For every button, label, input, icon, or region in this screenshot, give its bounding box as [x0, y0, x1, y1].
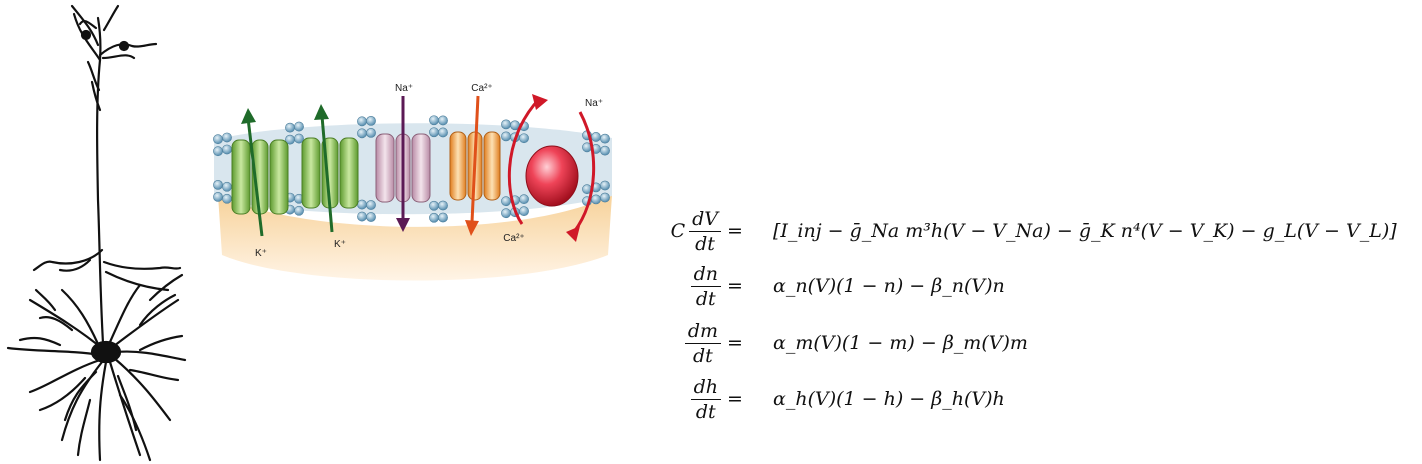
phospholipid-head-outer — [600, 145, 610, 156]
phospholipid-head-outer — [294, 133, 304, 144]
phospholipid-head-inner — [222, 181, 232, 192]
phospholipid-head-outer — [600, 133, 610, 144]
dm-dt-fraction: dm dt — [684, 321, 721, 367]
exchanger-arrow-ca-out — [507, 96, 542, 225]
phospholipid-head-inner — [213, 191, 223, 202]
phospholipid-head-inner — [357, 199, 367, 210]
phospholipid-head-inner — [438, 212, 448, 223]
phospholipid-head-outer — [222, 144, 232, 155]
n-lhs: dn dt — [645, 261, 721, 311]
phospholipid-head-inner — [600, 192, 610, 203]
phospholipid-head-inner — [366, 212, 376, 222]
dm-numerator: dm — [684, 321, 721, 344]
phospholipid-heads-outer — [213, 115, 610, 157]
phospholipid-head-inner — [501, 196, 511, 207]
exchanger-arrow-na-in — [572, 111, 596, 233]
phospholipid-head-inner — [366, 200, 376, 210]
m-rhs: α_m(V)(1 − m) − β_m(V)m — [773, 332, 1028, 354]
h-rhs: α_h(V)(1 − h) − β_h(V)h — [773, 388, 1005, 410]
ion-label-na-top: Na⁺ — [395, 83, 413, 94]
dn-dt-fraction: dn dt — [690, 264, 721, 310]
capacitance-symbol: C — [670, 220, 686, 242]
equation-n-gate: dn dt = α_n(V)(1 − n) − β_n(V)n — [645, 261, 1415, 311]
phospholipid-head-outer — [366, 127, 376, 138]
ion-label-na-right: Na⁺ — [585, 98, 603, 109]
phospholipid-head-inner — [357, 211, 367, 222]
cell-membrane-diagram: K⁺ K⁺ Na⁺ Ca²⁺ Ca²⁺ Na⁺ — [213, 83, 612, 281]
dv-numerator: dV — [689, 209, 721, 232]
phospholipid-head-outer — [591, 132, 601, 142]
phospholipid-head-inner — [438, 200, 448, 211]
phospholipid-head-outer — [429, 115, 439, 126]
phospholipid-head-inner — [501, 208, 511, 219]
equation-voltage: C dV dt = [I_inj − ḡ_Na m³h(V − V_Na) − … — [645, 206, 1415, 256]
dh-denominator: dt — [695, 400, 716, 423]
phospholipid-head-outer — [501, 119, 511, 130]
phospholipid-head-outer — [294, 121, 304, 132]
phospholipid-head-outer — [501, 131, 511, 142]
equation-h-gate: dh dt = α_h(V)(1 − h) − β_h(V)h — [645, 374, 1415, 424]
phospholipid-head-outer — [222, 132, 232, 143]
ion-label-ca-top: Ca²⁺ — [471, 83, 492, 94]
potassium-arrow-1 — [246, 117, 264, 237]
phospholipid-head-inner — [519, 206, 529, 217]
phospholipid-head-inner — [222, 193, 232, 204]
calcium-arrow — [470, 95, 480, 223]
pyramidal-neuron-drawing — [6, 4, 187, 462]
n-rhs: α_n(V)(1 − n) − β_n(V)n — [773, 275, 1005, 297]
phospholipid-head-outer — [285, 122, 295, 133]
dv-dt-fraction: dV dt — [689, 209, 721, 254]
phospholipid-head-outer — [438, 115, 448, 126]
phospholipid-head-inner — [591, 194, 601, 205]
phospholipid-head-inner — [519, 194, 529, 205]
calcium-channel — [449, 95, 501, 236]
equals-sign: = — [727, 332, 743, 354]
dm-denominator: dt — [693, 344, 713, 367]
equals-sign: = — [727, 275, 743, 297]
phospholipid-head-outer — [366, 115, 376, 126]
ion-label-k1: K⁺ — [255, 248, 267, 259]
phospholipid-head-outer — [213, 146, 223, 157]
potassium-channel-2 — [301, 104, 359, 233]
dh-numerator: dh — [690, 377, 721, 400]
dh-dt-fraction: dh dt — [690, 377, 721, 423]
m-lhs: dm dt — [645, 318, 721, 368]
ion-label-k2: K⁺ — [334, 239, 346, 250]
phospholipid-head-inner — [429, 212, 439, 223]
phospholipid-head-inner — [600, 180, 610, 191]
sodium-channel — [375, 96, 431, 232]
phospholipid-head-inner — [213, 179, 223, 190]
h-lhs: dh dt — [645, 374, 721, 424]
voltage-lhs: C dV dt — [645, 206, 721, 256]
dn-numerator: dn — [690, 264, 721, 287]
ion-label-ca-bottom: Ca²⁺ — [503, 233, 524, 244]
potassium-arrow-2 — [320, 115, 334, 233]
ion-exchanger-pump — [507, 94, 596, 242]
phospholipid-head-outer — [357, 116, 367, 127]
equals-sign: = — [727, 220, 743, 242]
phospholipid-head-inner — [294, 205, 304, 216]
phospholipid-head-outer — [438, 127, 448, 138]
phospholipid-head-inner — [429, 200, 439, 211]
equation-m-gate: dm dt = α_m(V)(1 − m) − β_m(V)m — [645, 318, 1415, 368]
phospholipid-head-outer — [213, 134, 223, 145]
dv-denominator: dt — [695, 232, 715, 255]
dn-denominator: dt — [695, 287, 716, 310]
potassium-channel-1 — [231, 108, 289, 237]
equals-sign: = — [727, 388, 743, 410]
cytoplasm-region — [218, 195, 612, 281]
voltage-rhs: [I_inj − ḡ_Na m³h(V − V_Na) − ḡ_K n⁴(V −… — [773, 220, 1397, 242]
phospholipid-head-outer — [519, 133, 529, 144]
phospholipid-head-outer — [357, 128, 367, 139]
phospholipid-head-outer — [429, 127, 439, 138]
